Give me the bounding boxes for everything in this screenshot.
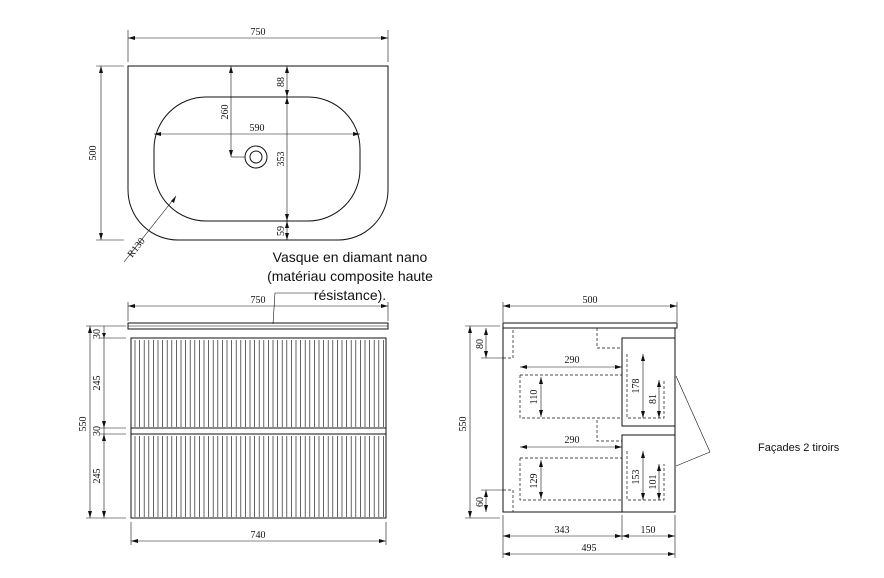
- dim-front-drawer-h2: 245: [92, 469, 103, 484]
- dim-side-inner-w2: 290: [565, 435, 580, 446]
- dim-side-inner-h1: 110: [529, 390, 540, 405]
- dim-side-depth-a: 343: [555, 525, 570, 536]
- side-countertop: [502, 322, 678, 329]
- dim-side-drawer-h1: 178: [631, 379, 642, 394]
- drain-inner: [249, 150, 263, 164]
- dim-back-margin: 88: [276, 77, 287, 87]
- dim-front-drawer-h1: 245: [92, 376, 103, 391]
- basin-outline: [153, 96, 361, 222]
- dim-side-total-depth: 500: [583, 295, 598, 306]
- dim-side-inner-h2: 129: [529, 474, 540, 489]
- drawer-fluting: [134, 340, 384, 517]
- dim-side-total-height: 550: [458, 417, 469, 432]
- side-view: 500 550 80 60 290 290 110 129 178: [458, 295, 711, 558]
- dim-side-drawer-h2: 153: [631, 470, 642, 485]
- dim-basin-width: 590: [250, 123, 265, 134]
- dim-top-depth: 500: [88, 146, 99, 161]
- top-view: 750 500 590 260 88 353 59 R130: [88, 27, 389, 263]
- dim-front-total-height: 550: [78, 417, 89, 432]
- front-view: 750 740 550 30 245 30 245: [78, 292, 389, 545]
- dim-front-bottom-width: 740: [251, 530, 266, 541]
- dim-front-mid-h: 30: [92, 426, 103, 436]
- dim-side-drawer-in1: 81: [648, 394, 659, 404]
- drawer-fronts-note: Façades 2 tiroirs: [758, 442, 840, 454]
- dim-side-bottom-offset: 60: [475, 497, 486, 507]
- dim-top-width: 750: [251, 27, 266, 38]
- dim-front-margin: 59: [276, 226, 287, 236]
- dim-front-top-width: 750: [251, 295, 266, 306]
- vanity-top-outline: [127, 65, 389, 241]
- dim-corner-radius: R130: [126, 236, 148, 260]
- dim-side-depth-b: 150: [641, 525, 656, 536]
- side-drawer-front-lower: [621, 434, 676, 513]
- dim-side-inner-w1: 290: [565, 355, 580, 366]
- dim-drain-offset: 260: [220, 105, 231, 120]
- drain-outer: [244, 145, 268, 169]
- dim-basin-depth: 353: [276, 152, 287, 167]
- dim-side-depth-c: 495: [582, 543, 597, 554]
- dim-side-top-offset: 80: [475, 339, 486, 349]
- basin-material-note: Vasque en diamant nano (matériau composi…: [267, 249, 433, 303]
- dim-front-top-h1: 30: [92, 329, 103, 339]
- side-drawer-front-upper: [621, 337, 676, 427]
- dim-side-drawer-in2: 101: [648, 475, 659, 490]
